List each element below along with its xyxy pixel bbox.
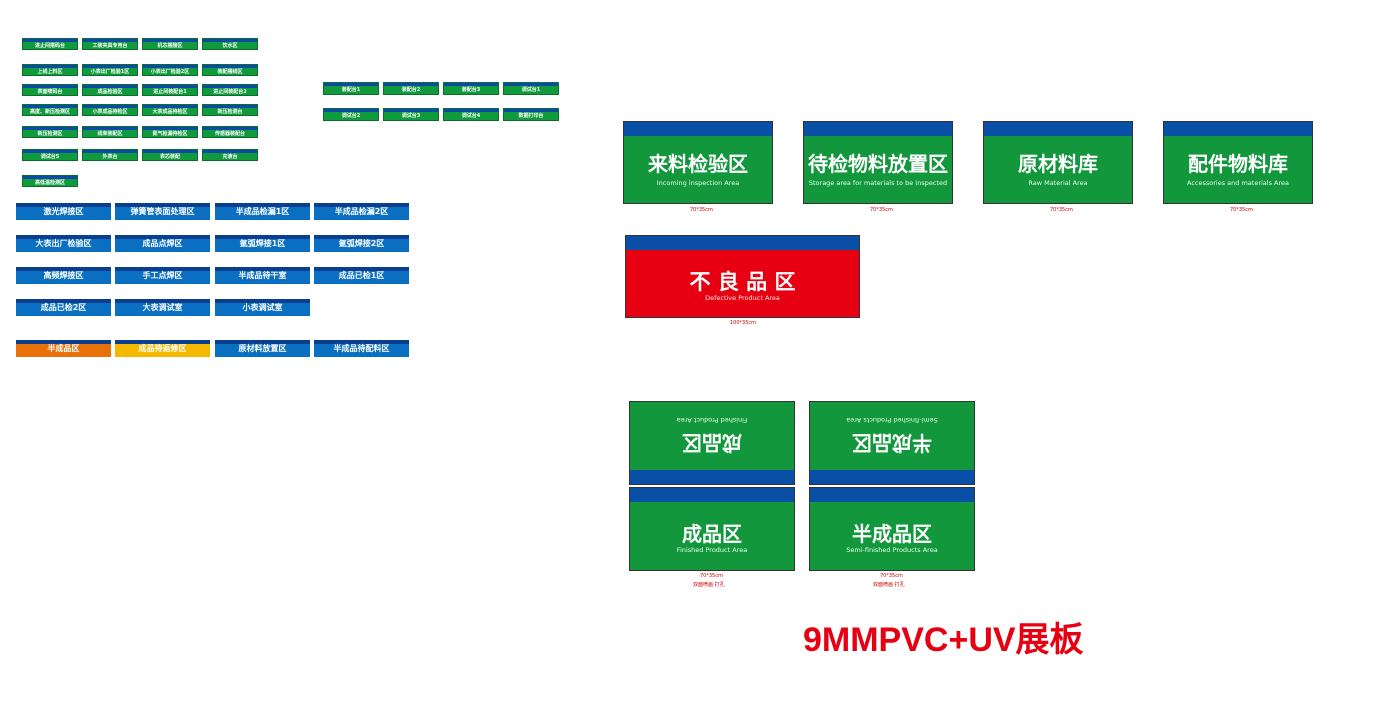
small-tag: 充液台 bbox=[202, 149, 258, 161]
mid-tag: 数据打印台 bbox=[503, 108, 559, 121]
small-tag: 进止间装配台1 bbox=[142, 84, 198, 96]
blue-tag: 氩弧焊接1区 bbox=[215, 235, 310, 252]
sign-defective: 不 良 品 区 Defective Product Area bbox=[625, 235, 860, 318]
note-caption: 双面喷画 打孔 bbox=[873, 582, 905, 588]
small-tag: 表芯装配 bbox=[142, 149, 198, 161]
small-tag: 氮气检漏待检区 bbox=[142, 126, 198, 138]
blue-tag: 成品已检2区 bbox=[16, 299, 111, 316]
mid-tag: 装配台1 bbox=[323, 82, 379, 95]
small-tag: 成品检验区 bbox=[82, 84, 138, 96]
small-tag: 高低温检测区 bbox=[22, 175, 78, 187]
blue-tag: 小表调试室 bbox=[215, 299, 310, 316]
small-tag: 调试台5 bbox=[22, 149, 78, 161]
small-tag: 高度、新压检测区 bbox=[22, 104, 78, 116]
sign-front: 半成品区 Semi-finished Products Area bbox=[809, 487, 975, 571]
small-tag: 小表出厂检验2区 bbox=[142, 64, 198, 76]
sign-back-flipped: Finished Product Area 成品区 bbox=[629, 401, 795, 485]
small-tag: 进止间装配台2 bbox=[202, 84, 258, 96]
sign-back-flipped: Semi-finished Products Area 半成品区 bbox=[809, 401, 975, 485]
blue-tag: 高频焊接区 bbox=[16, 267, 111, 284]
sign-accessories: 配件物料库 Accessories and materials Area bbox=[1163, 121, 1313, 204]
double-sign-semi-finished: Semi-finished Products Area 半成品区 半成品区 Se… bbox=[809, 401, 975, 571]
small-tag: 上线上料区 bbox=[22, 64, 78, 76]
yellow-tag: 成品待返修区 bbox=[115, 340, 210, 357]
blue-tag: 手工点焊区 bbox=[115, 267, 210, 284]
small-tag: 进止间搭码台 bbox=[22, 38, 78, 50]
blue-tag: 大表出厂检验区 bbox=[16, 235, 111, 252]
sign-incoming-inspection: 来料检验区 Incoming inspection Area bbox=[623, 121, 773, 204]
sign-storage-to-inspect: 待检物料放置区 Storage area for materials to be… bbox=[803, 121, 953, 204]
blue-tag: 大表调试室 bbox=[115, 299, 210, 316]
size-caption: 70*35cm bbox=[690, 207, 713, 213]
sign-front: 成品区 Finished Product Area bbox=[629, 487, 795, 571]
blue-tag: 成品点焊区 bbox=[115, 235, 210, 252]
small-tag: 大表成品待检区 bbox=[142, 104, 198, 116]
blue-tag: 半成品检漏2区 bbox=[314, 203, 409, 220]
double-sign-finished: Finished Product Area 成品区 成品区 Finished P… bbox=[629, 401, 795, 571]
blue-tag: 原材料放置区 bbox=[215, 340, 310, 357]
small-tag: 表面喷码台 bbox=[22, 84, 78, 96]
material-label: 9MMPVC+UV展板 bbox=[803, 621, 1084, 659]
note-caption: 双面喷画 打孔 bbox=[693, 582, 725, 588]
orange-tag: 半成品区 bbox=[16, 340, 111, 357]
small-tag: 新压检测区 bbox=[22, 126, 78, 138]
small-tag: 线束装配区 bbox=[82, 126, 138, 138]
small-tag: 机芯摆接区 bbox=[142, 38, 198, 50]
size-caption: 70*35cm bbox=[1230, 207, 1253, 213]
small-tag: 传感器装配台 bbox=[202, 126, 258, 138]
mid-tag: 调试台4 bbox=[443, 108, 499, 121]
size-caption: 70*35cm bbox=[700, 573, 723, 579]
blue-tag: 氩弧焊接2区 bbox=[314, 235, 409, 252]
mid-tag: 调试台3 bbox=[383, 108, 439, 121]
mid-tag: 装配台3 bbox=[443, 82, 499, 95]
small-tag: 装配摆线区 bbox=[202, 64, 258, 76]
mid-tag: 调试台2 bbox=[323, 108, 379, 121]
size-caption: 70*35cm bbox=[880, 573, 903, 579]
mid-tag: 装配台2 bbox=[383, 82, 439, 95]
small-tag: 小表出厂检验1区 bbox=[82, 64, 138, 76]
size-caption: 70*35cm bbox=[870, 207, 893, 213]
small-tag: 工装夹具专用台 bbox=[82, 38, 138, 50]
blue-tag: 半成品检漏1区 bbox=[215, 203, 310, 220]
blue-tag: 弹簧管表面处理区 bbox=[115, 203, 210, 220]
size-caption: 70*35cm bbox=[1050, 207, 1073, 213]
blue-tag: 半成品待配料区 bbox=[314, 340, 409, 357]
small-tag: 外表台 bbox=[82, 149, 138, 161]
small-tag: 小表成品待检区 bbox=[82, 104, 138, 116]
sign-raw-material: 原材料库 Raw Material Area bbox=[983, 121, 1133, 204]
blue-tag: 激光焊接区 bbox=[16, 203, 111, 220]
blue-tag: 成品已检1区 bbox=[314, 267, 409, 284]
small-tag: 饮水区 bbox=[202, 38, 258, 50]
size-caption: 100*35cm bbox=[730, 320, 757, 326]
mid-tag: 调试台1 bbox=[503, 82, 559, 95]
blue-tag: 半成品待干室 bbox=[215, 267, 310, 284]
small-tag: 新压检测台 bbox=[202, 104, 258, 116]
